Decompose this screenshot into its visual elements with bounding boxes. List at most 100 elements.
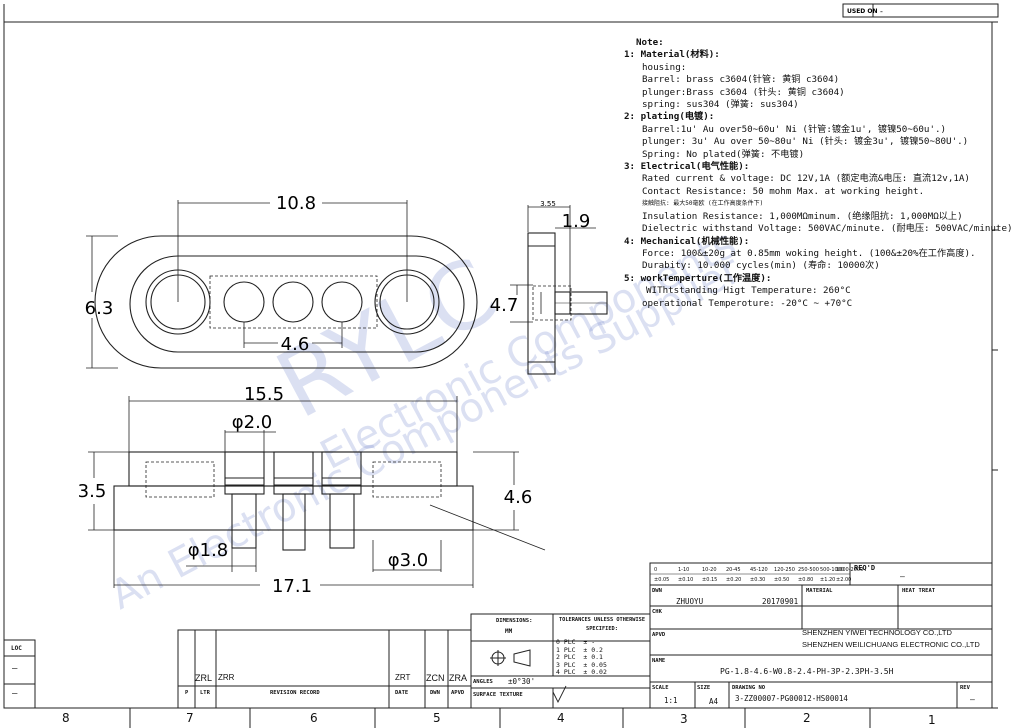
top-view-inner-outline xyxy=(129,255,465,353)
used-on-value: - xyxy=(880,7,883,16)
notes-line: Rated current & voltage: DC 12V,1A (额定电流… xyxy=(642,173,970,185)
notes-section-head: 5: workTemperture(工作温度): xyxy=(624,272,772,284)
name-label: NAME xyxy=(652,658,666,664)
scale-mark-4: 20-45 xyxy=(726,567,741,573)
rev-cell-zrt: ZRT xyxy=(395,673,411,682)
company-name-2: SHENZHEN WEILICHUANG ELECTRONIC CO.,LTD xyxy=(802,640,980,649)
surface-texture-label: SURFACE TEXTURE xyxy=(473,692,523,698)
tolerance-plc: 2 PLC xyxy=(556,653,576,661)
scale-tol-4: ±0.20 xyxy=(726,577,741,583)
tolerance-table: 0 PLC ± - 1 PLC ± 0.2 2 PLC ± 0.1 3 PLC … xyxy=(556,638,607,677)
loc-value-2: — xyxy=(12,689,18,699)
notes-panel: Note: 1: Material(材料): housing: Barrel: … xyxy=(624,37,1013,310)
rev-header-ltr: LTR xyxy=(200,690,210,696)
notes-line: Spring: No plated(弹簧: 不电镀) xyxy=(642,148,805,160)
notes-section-head: 1: Material(材料): xyxy=(624,49,720,61)
rev-cell-zcn: ZCN xyxy=(426,673,445,683)
zone-5: 5 xyxy=(433,711,441,725)
notes-line: Force: 100&±20g at 0.85mm woking height.… xyxy=(642,247,976,259)
scale-mark-2: 1-10 xyxy=(678,567,689,573)
scale-mark-5: 45-120 xyxy=(750,567,768,573)
zone-labels: 8 7 6 5 4 3 2 1 xyxy=(62,711,936,727)
tolerance-plc: 3 PLC xyxy=(556,660,576,669)
rev-value: — xyxy=(970,695,975,704)
rev-cell-zrr: ZRR xyxy=(218,673,235,682)
dim-front-overall: 17.1 xyxy=(272,576,312,597)
rev-cell-zra: ZRA xyxy=(449,673,467,683)
dim-side-height: 4.7 xyxy=(490,295,519,316)
notes-line: plunger: 3u' Au over 50~80u' Ni (针头: 镀金3… xyxy=(642,136,969,148)
dim-top-height: 6.3 xyxy=(85,298,114,319)
notes-line: Dielectric withstand Voltage: 500VAC/min… xyxy=(642,223,1013,235)
front-view-pin-center xyxy=(273,451,314,551)
side-view xyxy=(510,205,608,375)
notes-section-mechanical: 4: Mechanical(机械性能): Force: 100&±20g at … xyxy=(624,236,998,273)
drawing-number: 3-ZZ00007-PG00012-HS00014 xyxy=(735,694,848,703)
notes-line: Barrel:1u' Au over50~60u' Ni (针管:镀金1u', … xyxy=(642,123,947,135)
angles-label: ANGLES xyxy=(473,679,493,685)
dim-front-left-height: 3.5 xyxy=(78,481,107,502)
loc-label: LOC xyxy=(11,645,22,652)
notes-line: Contact Resistance: 50 mohm Max. at work… xyxy=(642,185,925,197)
scale-tol-9: ±2.00 xyxy=(836,577,851,583)
scale-mark-9: 1000-2000 xyxy=(836,567,863,573)
tolerance-value: ± - xyxy=(583,638,596,646)
chk-label: CHK xyxy=(652,609,662,615)
tolerance-plc: 1 PLC xyxy=(556,645,576,654)
dim-top-center: 10.8 xyxy=(276,193,316,214)
tolerance-value: ± 0.05 xyxy=(583,660,607,669)
top-view-pin-2 xyxy=(272,281,314,323)
title-block-grid xyxy=(3,562,993,709)
front-view-pin-right xyxy=(321,451,362,549)
tolerance-row: 0 PLC ± - xyxy=(556,638,607,647)
front-view xyxy=(88,396,546,588)
dim-front-pin-dia: φ2.0 xyxy=(232,412,273,433)
notes-section-electrical: 3: Electrical(电气性能): Rated current & vol… xyxy=(624,161,1013,235)
zone-7: 7 xyxy=(186,711,194,725)
notes-title: Note: xyxy=(636,37,664,48)
scale-label: SCALE xyxy=(652,685,669,691)
dim-top-pitch: 4.6 xyxy=(281,334,310,355)
drawing-no-label: DRAWING NO xyxy=(732,685,766,691)
notes-line: WIThtstanding Higt Temperature: 260°C xyxy=(646,285,851,297)
dim-front-right-height: 4.6 xyxy=(504,487,533,508)
rev-label: REV xyxy=(960,685,970,691)
dim-front-bore-dia: φ3.0 xyxy=(388,550,429,571)
zone-1: 1 xyxy=(928,713,936,727)
scale-tol-7: ±0.80 xyxy=(798,577,813,583)
scale-mark-7: 250-500 xyxy=(798,567,819,573)
notes-section-material: 1: Material(材料): housing: Barrel: brass … xyxy=(624,49,998,111)
front-view-pin-left xyxy=(224,451,265,549)
reqd-label: REQ'D xyxy=(854,564,876,572)
notes-line: housing: xyxy=(642,61,687,73)
scale-tol-3: ±0.15 xyxy=(702,577,717,583)
dim-side-top: 3.55 xyxy=(540,200,556,208)
size-value: A4 xyxy=(709,697,719,706)
scale-mark-3: 10-20 xyxy=(702,567,717,573)
zone-3: 3 xyxy=(680,712,688,726)
notes-section-head: 3: Electrical(电气性能): xyxy=(624,161,750,173)
notes-line: 接触阻抗: 最大50毫欧 (在工作高度条件下) xyxy=(642,200,764,208)
dim-front-inner: 15.5 xyxy=(244,384,284,405)
scale-tol-8: ±1.20 xyxy=(820,577,835,583)
notes-section-head: 2: plating(电镀): xyxy=(624,111,715,123)
tolerance-row: 2 PLC ± 0.1 xyxy=(556,653,607,662)
tolerances-label: TOLERANCES UNLESS OTHERWISE SPECIFIED: xyxy=(558,617,646,632)
tolerance-value: ± 0.1 xyxy=(583,653,603,661)
top-view xyxy=(86,200,478,369)
zone-6: 6 xyxy=(310,711,318,725)
tolerance-value: ± 0.02 xyxy=(583,668,607,676)
tolerance-value: ± 0.2 xyxy=(583,645,603,654)
dim-front-plunger-dia: φ1.8 xyxy=(188,540,229,561)
part-name: PG-1.8-4.6-W0.8-2.4-PH-3P-2.3PH-3.5H xyxy=(720,667,894,676)
dimensions-unit: MM xyxy=(505,628,513,635)
heat-treat-label: HEAT TREAT xyxy=(902,588,936,594)
notes-line: operational Temperoture: -20°C ~ +70°C xyxy=(642,297,853,309)
loc-value-1: — xyxy=(12,664,18,674)
zone-2: 2 xyxy=(803,711,811,725)
apvd-label: APVD xyxy=(652,632,666,638)
rev-header-record: REVISION RECORD xyxy=(270,690,320,696)
dwn-label: DWN xyxy=(652,588,662,594)
notes-line: Durabity: 10.000 cycles(min) (寿命: 10000次… xyxy=(642,260,880,272)
